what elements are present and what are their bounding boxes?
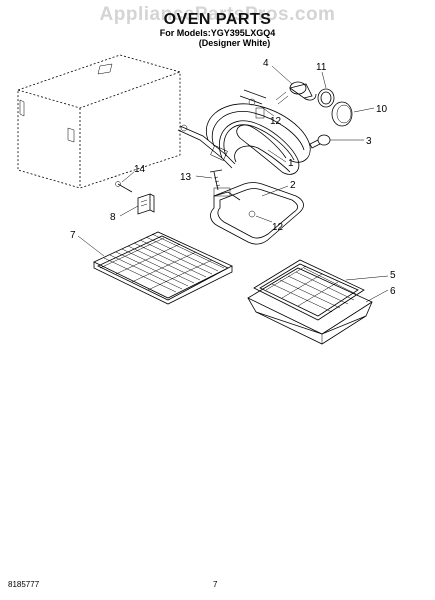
oven-cavity bbox=[17, 54, 181, 189]
broil-element bbox=[210, 182, 304, 245]
callout-5: 5 bbox=[390, 270, 396, 281]
screw-13 bbox=[209, 169, 223, 191]
light-socket bbox=[275, 81, 317, 105]
callout-14: 14 bbox=[134, 164, 146, 175]
callout-12-upper: 12 bbox=[270, 116, 282, 127]
models-line: For Models:YGY395LXGQ4 bbox=[159, 28, 276, 38]
callout-1: 1 bbox=[288, 158, 294, 169]
callout-4: 4 bbox=[263, 58, 269, 69]
callout-2: 2 bbox=[290, 180, 296, 191]
light-bulb bbox=[309, 134, 331, 149]
model-info: For Models:YGY395LXGQ4 (Designer White) bbox=[0, 28, 435, 48]
page-number: 7 bbox=[213, 580, 218, 589]
terminal-screws bbox=[239, 89, 267, 119]
callout-labels: 4 11 10 3 12 1 2 12 13 14 8 7 5 6 bbox=[70, 58, 396, 297]
broil-pan-insert bbox=[253, 259, 365, 321]
callout-6: 6 bbox=[390, 286, 396, 297]
callout-8: 8 bbox=[110, 212, 116, 223]
callout-13: 13 bbox=[180, 172, 192, 183]
watermark: AppliancePartsPros.com bbox=[99, 4, 336, 25]
callout-10: 10 bbox=[376, 104, 388, 115]
light-lens bbox=[331, 101, 353, 127]
oven-rack bbox=[93, 231, 233, 305]
bracket-and-screw bbox=[115, 181, 155, 215]
page-title: OVEN PARTS bbox=[163, 11, 272, 28]
broil-pan bbox=[247, 267, 373, 345]
variant-line: (Designer White) bbox=[198, 38, 271, 48]
callout-11: 11 bbox=[316, 62, 327, 73]
callout-3: 3 bbox=[366, 136, 372, 147]
leader-lines bbox=[77, 65, 389, 303]
callout-12-lower: 12 bbox=[272, 222, 284, 233]
callout-7: 7 bbox=[70, 230, 76, 241]
light-gasket bbox=[317, 88, 335, 108]
document-number: 8185777 bbox=[8, 580, 40, 589]
bake-element bbox=[177, 103, 311, 175]
